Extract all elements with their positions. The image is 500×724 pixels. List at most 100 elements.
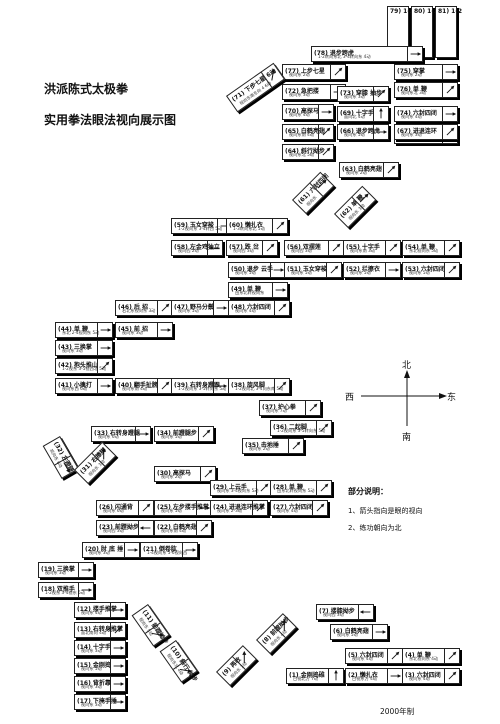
move-detail: 1-2视东 3-5视西北 5动	[62, 366, 107, 371]
move-name: (44) 单 鞭	[58, 326, 89, 333]
move-detail: 目视东方 4动	[352, 676, 377, 681]
move-box-b12: (12) 搂手推掌视向东 4动	[74, 602, 126, 618]
move-name: (3) 六封四闭	[405, 672, 441, 679]
move-box-b61: (61) 六封四闭视向东	[292, 171, 335, 215]
move-name: (47) 野马分鬃	[174, 304, 214, 311]
move-name: (49) 单 鞭	[231, 286, 262, 293]
move-box-b46: (46) 后 招右北东视向东 3动	[115, 300, 173, 316]
move-name: (13) 右转身推掌	[77, 626, 123, 633]
move-detail: 由东北转视向东	[235, 290, 265, 295]
move-name: (54) 单 鞭	[405, 244, 436, 251]
move-box-b66: (66) 退步跨虎视向东 5动	[337, 124, 389, 140]
move-box-b63: (63) 白鹤亮翅视向东 2动	[339, 162, 399, 178]
gaze-arrow-icon	[272, 283, 287, 297]
gaze-arrow-icon	[385, 241, 400, 255]
gaze-arrow-icon	[305, 401, 320, 415]
move-box-b76: (76) 单 鞭视向东北 3动	[394, 82, 458, 98]
gaze-arrow-icon	[110, 695, 125, 709]
move-detail: 视向东北 3动	[401, 90, 426, 95]
move-box-b65: (65) 白鹤亮翅视向东南 4动	[282, 124, 334, 140]
move-detail: 1-2转向东北 3-4转向东 4动	[318, 54, 371, 59]
move-detail: 视向东 4动	[81, 610, 102, 615]
move-detail: 视向东 3动	[45, 570, 66, 575]
move-box-b10: (10) 斜行 拗步视向东北 4动	[159, 640, 199, 683]
gaze-arrow-icon	[444, 263, 459, 277]
move-detail: 1-2视向东 3-5转向东 5动	[277, 428, 326, 433]
move-box-b33: (33) 右转身蹬腿视向东 6动	[91, 426, 151, 442]
move-name: (40) 翻手扯膀	[118, 382, 158, 389]
move-detail: 东北视向东 5动	[409, 248, 439, 253]
move-box-b62: (62) 单 鞭视向东 3动	[334, 185, 377, 229]
gaze-arrow-icon	[318, 125, 333, 139]
move-name: (37) 护心拳	[262, 404, 296, 411]
move-box-b67: (67) 进退连环视向东 3动	[394, 124, 458, 140]
move-detail: 视向东 2动	[249, 446, 270, 451]
gaze-arrow-icon	[97, 379, 112, 393]
move-name: (27) 六封四闭	[273, 504, 313, 511]
move-name: (25) 左步搂手推掌	[157, 504, 209, 511]
move-box-b3: (3) 六封四闭视向东 4动	[402, 668, 460, 684]
title-line-2: 实用拳法眼法视向展示图	[44, 113, 177, 127]
gaze-arrow-icon	[270, 263, 285, 277]
diagram-title: 洪派陈式太极拳 实用拳法眼法视向展示图	[44, 80, 234, 142]
gaze-arrow-icon	[135, 427, 150, 441]
move-box-b30: (30) 高探马视向东 2动	[154, 466, 216, 482]
gaze-arrow-icon	[232, 646, 256, 670]
move-detail: 视向东 3动	[62, 348, 83, 353]
move-detail: 视向东 4动	[401, 114, 422, 119]
move-detail: 视向东 2-3动	[217, 508, 242, 513]
gaze-arrow-icon	[110, 603, 125, 617]
move-detail: 1-4视向东 5-6视向西	[147, 550, 188, 555]
move-name: (56) 双摆莲	[287, 244, 321, 251]
gaze-arrow-icon	[272, 219, 287, 233]
gaze-arrow-icon	[157, 379, 172, 393]
move-detail: 视向东 4动	[277, 508, 298, 513]
gaze-arrow-icon	[274, 379, 289, 393]
move-name: (78) 退步跨虎	[314, 50, 354, 57]
move-box-b1: (1) 金刚捣碓目视北方 7动	[286, 668, 344, 684]
move-name: (66) 退步跨虎	[340, 128, 380, 135]
move-detail: 视向东 3动	[81, 648, 102, 653]
move-name: (46) 后 招	[118, 304, 149, 311]
compass-north: 北	[402, 361, 412, 371]
move-detail: 视向东 4动	[289, 112, 310, 117]
move-detail: 视向西 3动	[291, 248, 312, 253]
move-box-b51: (51) 玉女穿梭视向东 5动	[284, 262, 342, 278]
move-box-b17: (17) 下掩手捶视向东 3动	[74, 694, 126, 710]
gaze-arrow-icon	[78, 563, 93, 577]
move-box-b23: (23) 前蹚拗步视向西 3动	[96, 520, 154, 536]
move-box-b26: (26) 闪通背视向东 6动	[96, 500, 154, 516]
move-name: (50) 退步 云手	[231, 266, 274, 273]
move-box-b7: (7) 搂膝拗步视向西 3动	[316, 604, 374, 620]
move-box-b6: (6) 白鹤亮翅视向东 5动	[330, 624, 388, 640]
move-detail: 视向东 5动	[81, 666, 102, 671]
gaze-arrow-icon	[213, 379, 228, 393]
gaze-arrow-icon	[145, 622, 169, 646]
gaze-arrow-icon	[54, 455, 78, 478]
gaze-arrow-icon	[157, 301, 172, 315]
move-box-b81: 81) 1-2	[435, 6, 462, 58]
gaze-arrow-icon	[316, 481, 331, 495]
move-box-b5: (5) 六封四闭视向东 4动	[345, 648, 403, 664]
move-box-b35: (35) 击地捶视向东 2动	[242, 438, 304, 454]
move-box-b41: (41) 小擒打视向东西 6动	[55, 378, 113, 394]
move-name: (70) 高探马	[285, 108, 319, 115]
move-detail: 视向西 3动	[233, 248, 254, 253]
gaze-arrow-icon	[262, 241, 277, 255]
move-name: (18) 双推手	[41, 586, 75, 593]
gaze-arrow-icon	[373, 107, 388, 121]
move-box-b15: (15) 金刚捣视向东 5动	[74, 658, 126, 674]
move-box-b70: (70) 高探马视向东 4动	[282, 104, 334, 120]
gaze-arrow-icon	[110, 641, 125, 655]
gaze-arrow-icon	[318, 145, 333, 159]
move-detail: 视向东南 4动	[122, 386, 147, 391]
move-detail: 视向西 3动	[103, 528, 124, 533]
move-box-b73: (73) 穿膝 抽步视向东 3动	[337, 86, 389, 102]
gaze-arrow-icon	[200, 467, 215, 481]
move-box-b47: (47) 野马分鬃视向东 5动	[171, 300, 229, 316]
move-detail: 视向东 5动	[344, 132, 365, 137]
move-name: (48) 六封四闭	[231, 304, 271, 311]
